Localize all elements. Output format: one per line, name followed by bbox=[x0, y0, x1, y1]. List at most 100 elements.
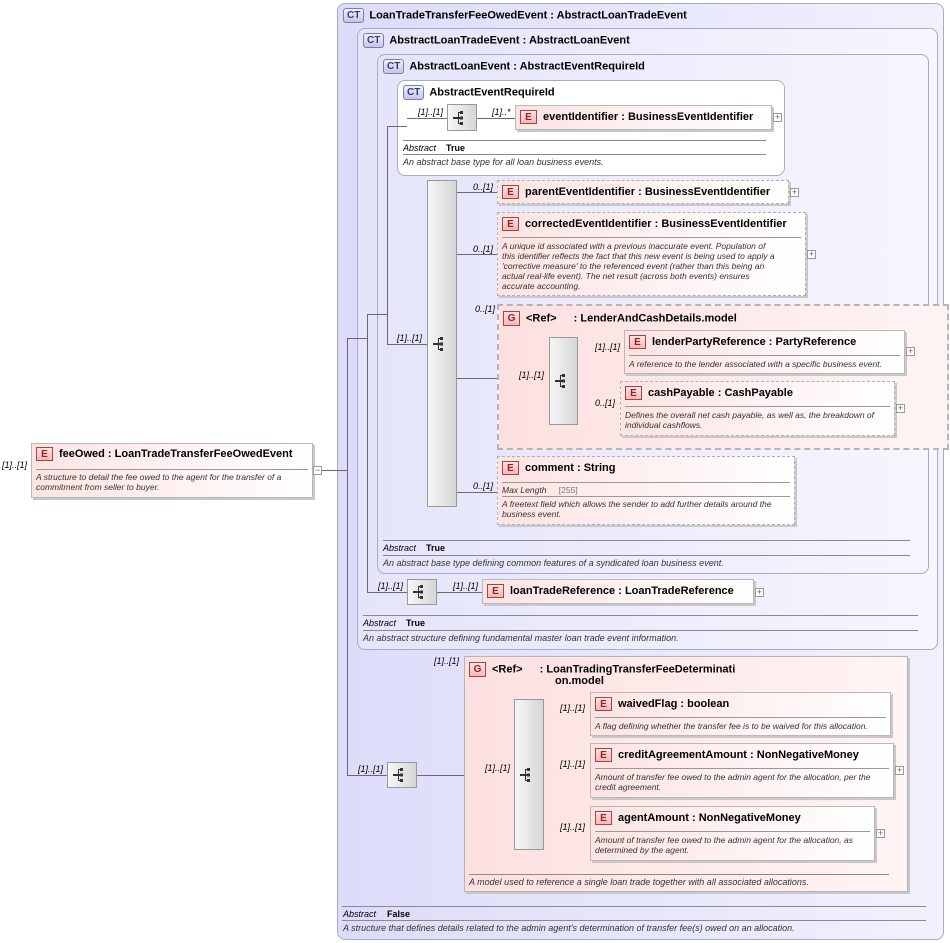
connector bbox=[347, 775, 387, 776]
sequence-icon[interactable] bbox=[549, 337, 578, 425]
group-cardinality: [1]..[1] bbox=[434, 656, 460, 666]
abstract-value: True bbox=[426, 543, 446, 553]
divider bbox=[342, 920, 926, 921]
element-cardinality: 0..[1] bbox=[473, 481, 494, 491]
ct-doc: A structure that defines details related… bbox=[343, 923, 795, 933]
abstract-label: Abstract bbox=[383, 543, 417, 553]
divider bbox=[595, 768, 889, 769]
element-doc: A reference to the lender associated wit… bbox=[629, 359, 882, 369]
element-icon: E bbox=[629, 335, 646, 349]
sequence-icon[interactable] bbox=[427, 180, 457, 507]
abstract-value: False bbox=[387, 909, 411, 919]
sequence-cardinality: [1]..[1] bbox=[358, 764, 384, 774]
sequence-cardinality: [1]..[1] bbox=[397, 333, 423, 343]
connector bbox=[457, 492, 497, 493]
divider bbox=[383, 540, 910, 541]
expand-icon[interactable]: + bbox=[773, 112, 782, 122]
sequence-icon[interactable] bbox=[407, 579, 437, 605]
connector bbox=[347, 338, 367, 339]
divider bbox=[383, 555, 910, 556]
expand-icon[interactable]: + bbox=[807, 249, 816, 259]
sequence-cardinality: [1]..[1] bbox=[418, 107, 444, 117]
abstract-value: True bbox=[406, 618, 426, 628]
element-icon: E bbox=[595, 748, 612, 762]
expand-icon[interactable]: + bbox=[906, 346, 915, 356]
element-doc: A flag defining whether the transfer fee… bbox=[595, 721, 868, 731]
sequence-cardinality: [1]..[1] bbox=[378, 581, 404, 591]
sequence-icon[interactable] bbox=[387, 762, 417, 788]
group-title: G<Ref> : LoanTradingTransferFeeDetermina… bbox=[469, 662, 735, 677]
element-icon: E bbox=[595, 811, 612, 825]
ct-name: AbstractEventRequireId bbox=[429, 86, 555, 99]
sequence-icon[interactable] bbox=[514, 699, 544, 850]
group-title-wrap: on.model bbox=[555, 675, 604, 687]
element-cardinality: [1]..[1] bbox=[453, 581, 479, 591]
complex-type-icon: CT bbox=[363, 33, 385, 48]
sequence-icon[interactable] bbox=[447, 104, 477, 131]
connector bbox=[407, 118, 447, 119]
element-icon: E bbox=[595, 697, 612, 711]
divider bbox=[502, 496, 790, 497]
divider bbox=[625, 406, 890, 407]
expand-icon[interactable]: + bbox=[790, 187, 799, 197]
connector bbox=[313, 470, 347, 471]
element-doc: Amount of transfer fee owed to the admin… bbox=[595, 835, 853, 855]
expand-icon[interactable]: + bbox=[755, 587, 764, 597]
divider bbox=[502, 237, 801, 238]
element-icon: E bbox=[502, 217, 519, 231]
connector bbox=[457, 254, 497, 255]
element-doc: A unique id associated with a previous i… bbox=[502, 241, 775, 291]
element-icon: E bbox=[502, 461, 519, 475]
divider bbox=[595, 717, 886, 718]
element-cardinality: 0..[1] bbox=[473, 244, 494, 254]
group-doc: A model used to reference a single loan … bbox=[469, 877, 809, 887]
element-doc: Amount of transfer fee owed to the admin… bbox=[595, 772, 871, 792]
abstract-label: Abstract bbox=[403, 143, 437, 153]
group-icon: G bbox=[469, 662, 486, 677]
ct-header: CT AbstractEventRequireId bbox=[403, 85, 555, 100]
ct-name: LoanTradeTransferFeeOwedEvent bbox=[369, 9, 548, 22]
ct-name: AbstractLoanEvent bbox=[409, 60, 511, 73]
sequence-cardinality: [1]..[1] bbox=[519, 370, 545, 380]
element-doc: A structure to detail the fee owed to th… bbox=[36, 472, 282, 492]
divider bbox=[595, 831, 870, 832]
element-icon: E bbox=[487, 584, 504, 598]
expand-icon[interactable]: + bbox=[876, 828, 885, 838]
group-title: G<Ref> : LenderAndCashDetails.model bbox=[503, 311, 737, 326]
complex-type-icon: CT bbox=[403, 85, 425, 100]
connector bbox=[347, 338, 348, 775]
divider bbox=[363, 615, 918, 616]
element-icon: E bbox=[36, 447, 53, 461]
divider bbox=[629, 355, 900, 356]
element-icon: E bbox=[625, 386, 642, 400]
root-cardinality: [1]..[1] bbox=[2, 460, 28, 470]
expand-icon[interactable]: + bbox=[895, 765, 904, 775]
connector bbox=[457, 192, 497, 193]
connector bbox=[367, 314, 368, 592]
collapse-icon[interactable]: − bbox=[313, 465, 322, 475]
expand-icon[interactable]: + bbox=[896, 403, 905, 413]
element-icon: E bbox=[502, 185, 519, 199]
element-doc: A freetext field which allows the sender… bbox=[502, 499, 772, 519]
connector bbox=[367, 314, 387, 315]
element-cardinality: [1]..* bbox=[492, 107, 511, 117]
